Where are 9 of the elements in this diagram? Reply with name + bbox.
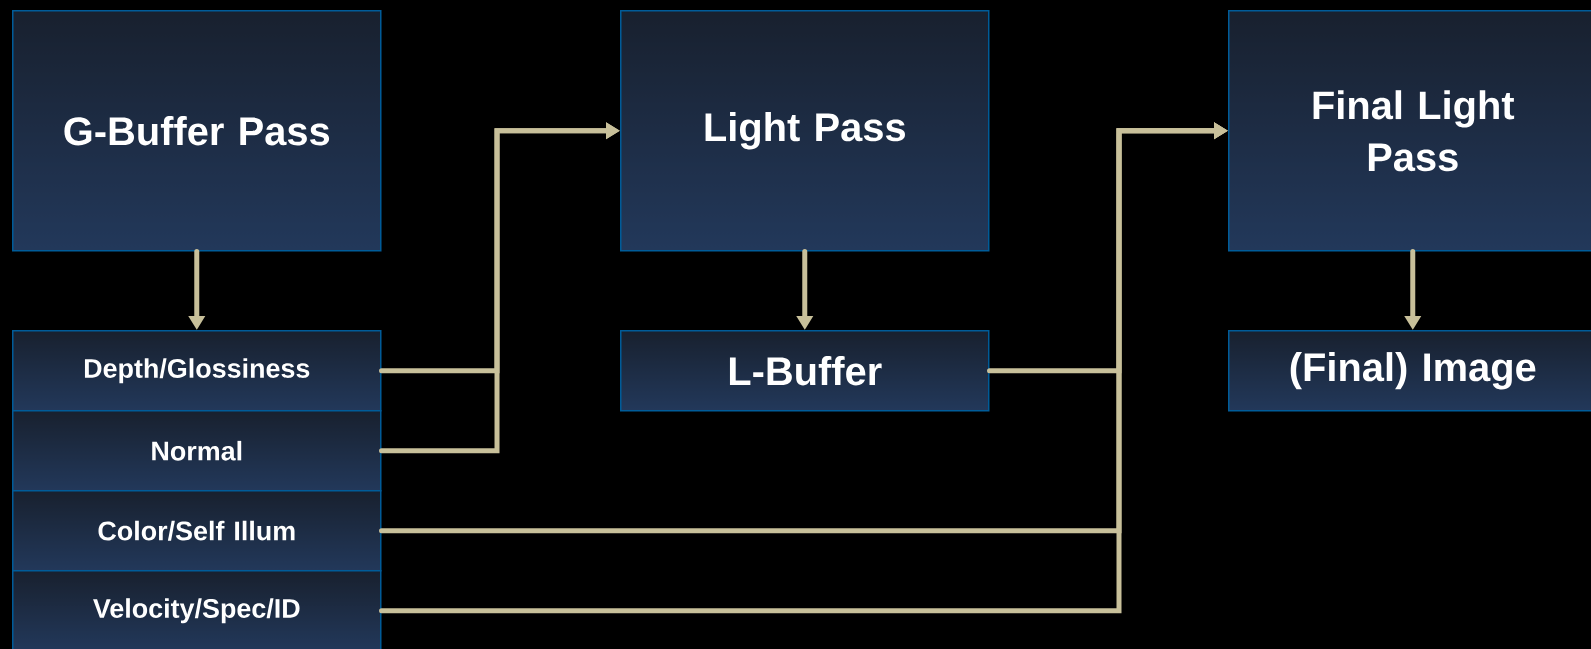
buffer-row: Color/Self Illum — [12, 490, 382, 572]
buffer-row: Velocity/Spec/ID — [12, 570, 382, 649]
pass-box: Final Light Pass — [1228, 10, 1591, 252]
output-box: (Final) Image — [1228, 330, 1591, 412]
pass-box: Light Pass — [620, 10, 990, 252]
pass-box: G-Buffer Pass — [12, 10, 382, 252]
buffer-row: Normal — [12, 410, 382, 492]
buffer-box: L-Buffer — [620, 330, 990, 412]
buffer-row: Depth/Glossiness — [12, 330, 382, 412]
